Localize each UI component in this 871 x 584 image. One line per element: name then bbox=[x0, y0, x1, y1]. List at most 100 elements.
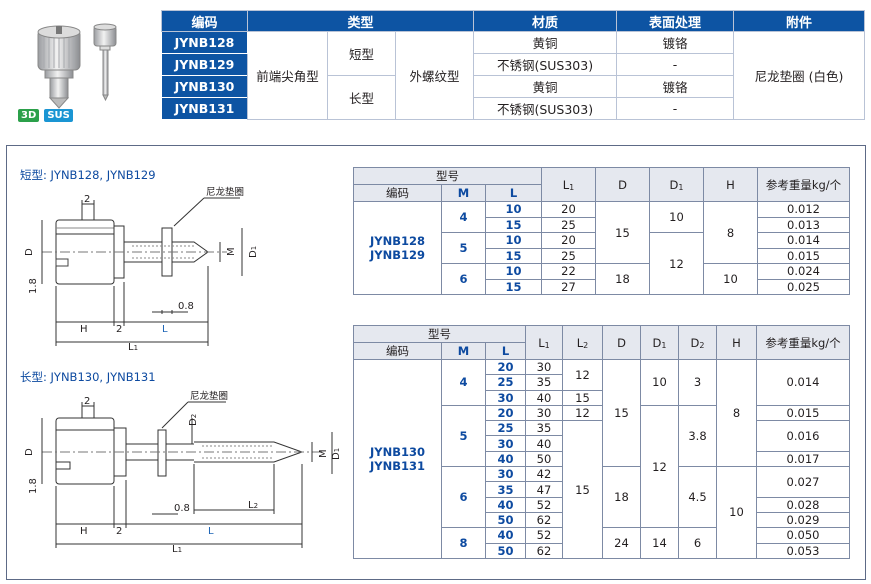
badge-sus: SUS bbox=[44, 109, 73, 122]
l1-cell: 47 bbox=[525, 481, 563, 498]
header-weight: 参考重量kg/个 bbox=[757, 167, 850, 202]
material-cell: 不锈钢(SUS303) bbox=[473, 53, 618, 76]
header-model: 型号 bbox=[353, 325, 526, 343]
material-cell: 黄铜 bbox=[473, 75, 618, 98]
l1-cell: 30 bbox=[525, 358, 563, 376]
l1-cell: 30 bbox=[525, 404, 563, 422]
surface-cell: - bbox=[616, 53, 735, 76]
l2-cell: 15 bbox=[562, 389, 603, 406]
m-cell: 8 bbox=[441, 527, 486, 559]
product-type-table: 编码 类型 材质 表面处理 附件 JYNB128 前端尖角型 短型 外螺纹型 黄… bbox=[161, 10, 866, 120]
type-long-cell: 长型 bbox=[327, 75, 396, 120]
l-cell: 30 bbox=[485, 466, 526, 483]
l-cell: 40 bbox=[485, 496, 526, 513]
l-cell: 15 bbox=[485, 247, 542, 264]
code-cell: JYNB128 bbox=[161, 31, 248, 54]
l-cell: 30 bbox=[485, 389, 526, 406]
weight-cell: 0.015 bbox=[757, 247, 850, 264]
weight-cell: 0.025 bbox=[757, 278, 850, 295]
dim-l: L bbox=[162, 324, 168, 335]
m-cell: 4 bbox=[441, 201, 486, 233]
l-cell: 30 bbox=[485, 435, 526, 452]
washer-label: 尼龙垫圈 bbox=[206, 186, 244, 198]
l-cell: 20 bbox=[485, 358, 526, 376]
dim-l1: L1 bbox=[128, 342, 138, 350]
l-cell: 15 bbox=[485, 278, 542, 295]
l1-cell: 35 bbox=[525, 420, 563, 437]
l-cell: 10 bbox=[485, 263, 542, 280]
m-cell: 5 bbox=[441, 404, 486, 468]
short-type-drawing: 2 D M D1 1.8 H 2 0.8 L L1 尼龙垫圈 bbox=[24, 186, 259, 350]
dim-l2: L2 bbox=[248, 500, 258, 511]
dim-d: D bbox=[24, 248, 35, 256]
header-d2: D2 bbox=[678, 325, 717, 360]
code-cell: JYNB131 bbox=[161, 97, 248, 120]
header-d: D bbox=[595, 167, 650, 202]
surface-cell: 镀铬 bbox=[616, 75, 735, 98]
h-cell: 8 bbox=[716, 358, 757, 468]
d2-cell: 3.8 bbox=[678, 404, 717, 468]
weight-cell: 0.012 bbox=[757, 201, 850, 218]
l-cell: 15 bbox=[485, 216, 542, 233]
code-cell: JYNB130 bbox=[161, 75, 248, 98]
header-surface: 表面处理 bbox=[616, 10, 735, 32]
d-cell: 24 bbox=[602, 527, 641, 559]
dim-1-8: 1.8 bbox=[28, 478, 39, 494]
dim-l1: L1 bbox=[172, 544, 182, 552]
product-photo: 3D SUS bbox=[8, 8, 153, 122]
l2-cell: 15 bbox=[562, 420, 603, 559]
type-main-cell: 前端尖角型 bbox=[247, 31, 328, 120]
dim-m: M bbox=[318, 449, 329, 458]
header-h: H bbox=[716, 325, 757, 360]
short-drawing-title: 短型: JYNB128, JYNB129 bbox=[20, 168, 156, 182]
d1-cell: 14 bbox=[640, 527, 679, 559]
dim-h: H bbox=[80, 526, 88, 537]
l-cell: 50 bbox=[485, 511, 526, 529]
thumb-screw-illustration bbox=[37, 23, 117, 109]
weight-cell: 0.027 bbox=[756, 466, 850, 498]
h-cell: 10 bbox=[703, 263, 758, 295]
header-material: 材质 bbox=[473, 10, 618, 32]
l1-cell: 52 bbox=[525, 527, 563, 544]
header-accessory: 附件 bbox=[733, 10, 866, 32]
dim-0-8: 0.8 bbox=[174, 503, 190, 514]
l1-cell: 35 bbox=[525, 374, 563, 391]
m-cell: 4 bbox=[441, 359, 486, 406]
d1-cell: 12 bbox=[649, 232, 704, 295]
material-cell: 黄铜 bbox=[473, 31, 618, 54]
header-type: 类型 bbox=[246, 10, 475, 32]
header-l: L bbox=[485, 342, 526, 360]
l-cell: 35 bbox=[485, 481, 526, 498]
header-weight: 参考重量kg/个 bbox=[756, 325, 850, 360]
l-cell: 25 bbox=[485, 420, 526, 437]
long-drawing-title: 长型: JYNB130, JYNB131 bbox=[20, 370, 156, 384]
m-cell: 6 bbox=[441, 466, 486, 529]
dim-l: L bbox=[208, 526, 214, 537]
l2-cell: 12 bbox=[562, 359, 603, 391]
l1-cell: 62 bbox=[525, 511, 563, 529]
l1-cell: 27 bbox=[541, 278, 596, 295]
header-m: M bbox=[441, 184, 486, 202]
dim-m: M bbox=[226, 247, 237, 256]
weight-cell: 0.014 bbox=[757, 232, 850, 249]
l1-cell: 40 bbox=[525, 435, 563, 452]
header-code: 编码 bbox=[353, 184, 442, 202]
dim-h: H bbox=[80, 324, 88, 335]
l1-cell: 42 bbox=[525, 466, 563, 483]
dim-2-bottom: 2 bbox=[116, 324, 122, 335]
d-cell: 18 bbox=[602, 466, 641, 529]
code-cell: JYNB129 bbox=[161, 53, 248, 76]
l1-cell: 62 bbox=[525, 542, 563, 559]
header-code: 编码 bbox=[161, 10, 248, 32]
header-m: M bbox=[441, 342, 486, 360]
weight-cell: 0.014 bbox=[756, 359, 850, 406]
dim-2-top: 2 bbox=[84, 194, 90, 205]
l1-cell: 52 bbox=[525, 496, 563, 513]
weight-cell: 0.015 bbox=[756, 404, 850, 422]
l-cell: 40 bbox=[485, 527, 526, 544]
badge-3d: 3D bbox=[18, 109, 40, 122]
dim-d1: D1 bbox=[248, 246, 259, 258]
weight-cell: 0.024 bbox=[757, 263, 850, 280]
weight-cell: 0.029 bbox=[756, 511, 850, 529]
